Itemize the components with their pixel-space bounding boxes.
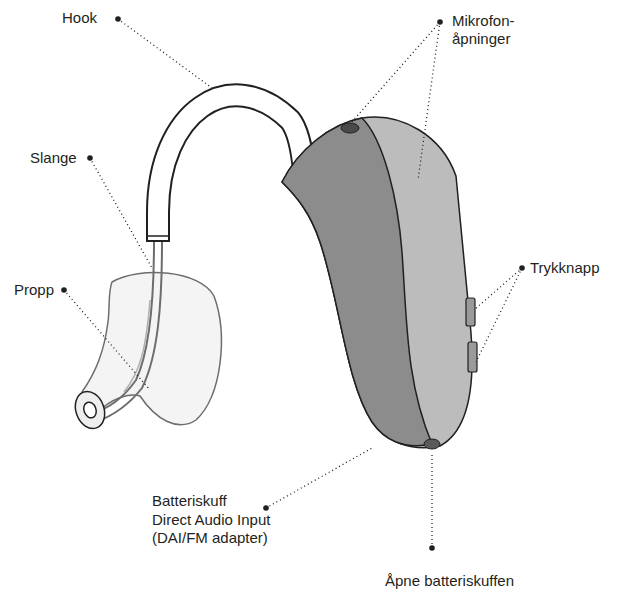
- push-button: [468, 342, 477, 372]
- leader-line: [90, 158, 152, 268]
- leader-dot: [115, 16, 121, 22]
- leader-dot: [61, 287, 67, 293]
- leader-line: [350, 22, 440, 124]
- battery-door-tab: [424, 439, 440, 449]
- leader-dot: [263, 505, 269, 511]
- leader-line: [476, 268, 522, 362]
- leader-line: [64, 290, 150, 390]
- leader-dot: [87, 155, 93, 161]
- leader-line: [474, 268, 522, 310]
- leader-lines: [64, 19, 522, 548]
- push-button: [466, 298, 475, 326]
- hook-outline: [158, 95, 304, 242]
- hearing-aid-front: [282, 118, 432, 446]
- microphone-opening: [341, 123, 359, 133]
- part-label: Batteriskuff: [152, 492, 282, 510]
- part-label: Trykknapp: [530, 259, 630, 277]
- leader-line: [418, 22, 440, 180]
- part-label: Direct Audio Input (DAI/FM adapter): [152, 511, 300, 547]
- part-label: Åpne batteriskuffen: [385, 572, 565, 590]
- leader-line: [118, 19, 212, 88]
- part-label: Hook: [62, 9, 122, 27]
- hook: [158, 95, 304, 240]
- part-label: Mikrofon- åpninger: [452, 12, 532, 48]
- leader-dot: [437, 19, 443, 25]
- hearing-aid-body: [282, 117, 472, 448]
- leader-dot: [429, 545, 435, 551]
- leader-line: [431, 452, 432, 548]
- nozzle-opening: [82, 400, 99, 419]
- leader-dots: [61, 16, 525, 551]
- nozzle: [70, 387, 109, 432]
- leader-dot: [519, 265, 525, 271]
- leader-line: [266, 448, 372, 508]
- part-label: Propp: [14, 281, 64, 299]
- tubing: [96, 242, 162, 422]
- hook-joint: [147, 235, 169, 237]
- tubing-shadow: [124, 300, 150, 392]
- tubing: [92, 242, 154, 414]
- part-label: Slange: [30, 149, 90, 167]
